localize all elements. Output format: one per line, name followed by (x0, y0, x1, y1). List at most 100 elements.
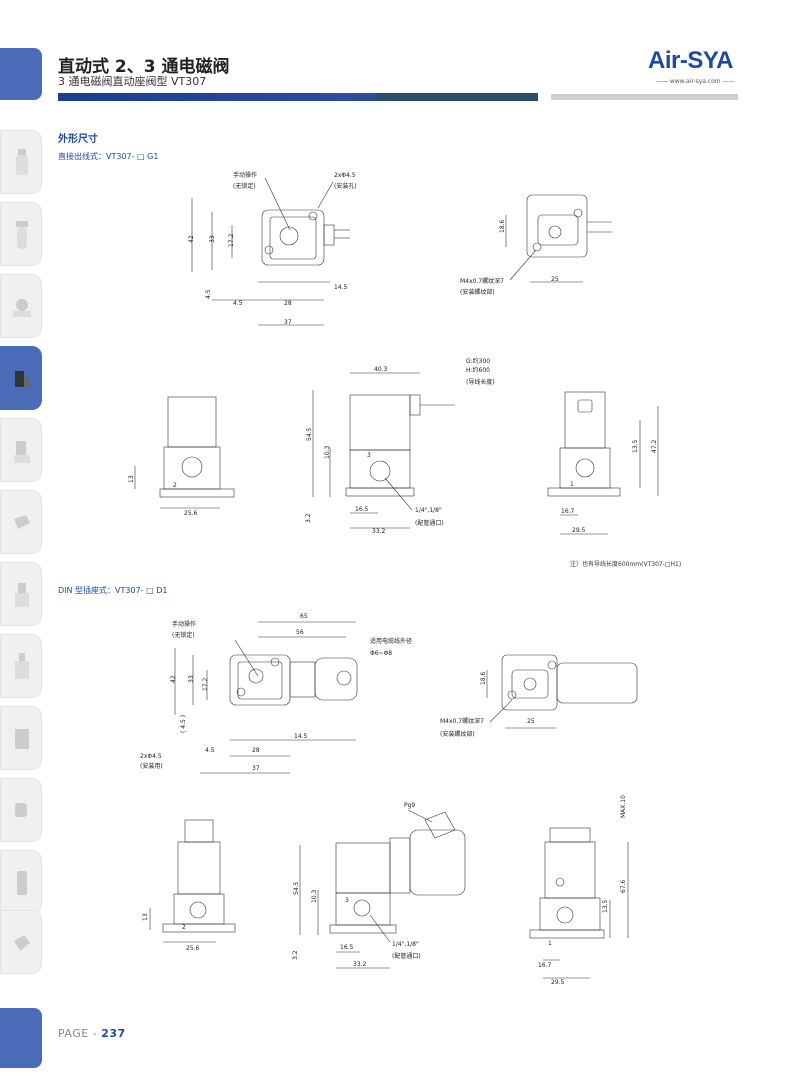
bottom-side-tab (0, 1008, 42, 1068)
drawing-g1-end (547, 391, 659, 535)
d9-dim-3-2: 3.2 (292, 950, 299, 960)
page-num: 237 (101, 1027, 126, 1040)
d7-thread: M4x0.7螺纹深7 (440, 717, 484, 725)
d6-dim-4-5p: ( 4.5 ) (180, 715, 187, 733)
regulator-icon (13, 299, 31, 317)
side-tab-actuator[interactable] (0, 634, 42, 698)
d10-max10: MAX.10 (620, 795, 627, 818)
d3-dim-25-6: 25.6 (184, 510, 198, 517)
d9-port-note: (配管通口) (392, 952, 421, 960)
d10-dim-16-7: 16.7 (538, 962, 552, 969)
d4-dim-16-5: 16.5 (355, 506, 369, 513)
d1-dim-42: 42 (188, 235, 195, 243)
d8-port-2: 2 (182, 924, 186, 931)
side-tab-filter[interactable] (0, 130, 42, 194)
page-title: 直动式 2、3 通电磁阀 (58, 57, 230, 77)
d6-dim-17-2: 17.2 (202, 677, 209, 691)
d10-port-1: 1 (548, 940, 552, 947)
silencer-icon (17, 871, 27, 895)
vacuum-icon (14, 935, 30, 951)
drawing-g1-bottom (505, 194, 612, 283)
filter-icon (16, 149, 28, 175)
drawing-g1-front (134, 396, 235, 509)
drawing-d1-front (149, 819, 236, 943)
d5-dim-47-2: 47.2 (651, 439, 658, 453)
side-tab-cylinder[interactable] (0, 562, 42, 626)
gripper-icon (15, 729, 29, 749)
d6-dim-37: 37 (252, 765, 260, 772)
d9-port: 1/4",1/8" (392, 941, 419, 948)
d1-dim-37: 37 (284, 319, 292, 326)
header-bar-gray (551, 94, 738, 100)
d4-lead-h: H:约600 (466, 366, 490, 374)
d1-dim-4-5b: 4.5 (233, 300, 243, 307)
d4-port-3: 3 (367, 452, 371, 459)
d1-dim-14-5: 14.5 (334, 284, 348, 291)
side-tab-fitting[interactable] (0, 778, 42, 842)
valve-icon (14, 441, 30, 463)
d9-port-3: 3 (345, 897, 349, 904)
side-tab-manifold[interactable] (0, 490, 42, 554)
d4-port-note: (配管通口) (415, 519, 444, 527)
d6-hole-note: (安装用) (140, 762, 163, 770)
side-tab-solenoid-valve[interactable] (0, 346, 42, 410)
side-tab-valve[interactable] (0, 418, 42, 482)
header-bar (58, 93, 538, 101)
d6-dim-56: 56 (296, 629, 304, 636)
d5-dim-29-5: 29.5 (572, 527, 586, 534)
d1-hole-note: (安装孔) (334, 182, 357, 190)
drawing-d1-end (529, 827, 629, 979)
d1-hole: 2xΦ4.5 (334, 172, 356, 179)
variant-g1-title: 直接出线式：VT307- □ G1 (58, 152, 159, 161)
drawing-d1-top (174, 621, 358, 774)
d1-non-lock: (无锁定) (233, 182, 256, 190)
d6-cable-d: Φ6~Φ8 (370, 650, 392, 657)
lubricator-icon (16, 221, 28, 249)
d4-dim-54-5: 54.5 (306, 427, 313, 441)
page-prefix: PAGE - (58, 1027, 102, 1040)
side-tab-lubricator[interactable] (0, 202, 42, 266)
actuator-icon (15, 653, 29, 679)
d9-dim-33-2: 33.2 (353, 961, 367, 968)
d4-lead-g: G:约300 (466, 357, 490, 365)
drawing-d1-side (299, 809, 466, 969)
page-subtitle: 3 通电磁阀直动座阀型 VT307 (58, 75, 207, 88)
d4-dim-33-2: 33.2 (372, 528, 386, 535)
side-tab-gripper[interactable] (0, 706, 42, 770)
d7-thread-note: (安装螺纹部) (440, 730, 475, 738)
d6-dim-14-5: 14.5 (294, 733, 308, 740)
d1-dim-17-2: 17.2 (228, 233, 235, 247)
d2-thread-note: (安装螺纹部) (460, 288, 495, 296)
d10-dim-13-5: 13.5 (602, 899, 609, 913)
side-tab-silencer[interactable] (0, 850, 42, 914)
cylinder-icon (15, 583, 29, 607)
d4-lead-note: (导线长度) (466, 378, 495, 386)
drawing-d1-bottom (486, 654, 638, 729)
d6-dim-4-5: 4.5 (205, 747, 215, 754)
d10-dim-29-5: 29.5 (551, 979, 565, 986)
d9-dim-10-3: 10.3 (311, 889, 318, 903)
d4-port: 1/4",1/8" (415, 507, 442, 514)
section-title: 外形尺寸 (58, 134, 98, 145)
brand-url: —— www.air-sya.com —— (656, 78, 735, 85)
side-tab-vacuum[interactable] (0, 910, 42, 974)
d6-manual-op: 手动操作 (172, 620, 196, 628)
d6-cable: 适用电缆线外径 (370, 637, 412, 645)
variant-d1-title: DIN 型插座式：VT307- □ D1 (58, 586, 168, 595)
solenoid-valve-icon (15, 371, 30, 387)
d8-dim-25-6: 25.6 (186, 945, 200, 952)
d1-dim-33: 33 (209, 235, 216, 243)
d3-dim-13: 13 (128, 475, 135, 483)
d6-non-lock: (无锁定) (172, 631, 195, 639)
drawing-g1-side (312, 372, 455, 529)
side-tab-regulator[interactable] (0, 274, 42, 338)
d9-dim-16-5: 16.5 (340, 944, 354, 951)
d9-dim-54-5: 54.5 (293, 881, 300, 895)
d4-dim-10-3: 10.3 (324, 445, 331, 459)
d5-dim-16-7: 16.7 (561, 508, 575, 515)
d6-dim-33: 33 (188, 675, 195, 683)
d3-port-2: 2 (173, 482, 177, 489)
d7-dim-25: 25 (527, 718, 535, 725)
d6-dim-65: 65 (300, 613, 308, 620)
